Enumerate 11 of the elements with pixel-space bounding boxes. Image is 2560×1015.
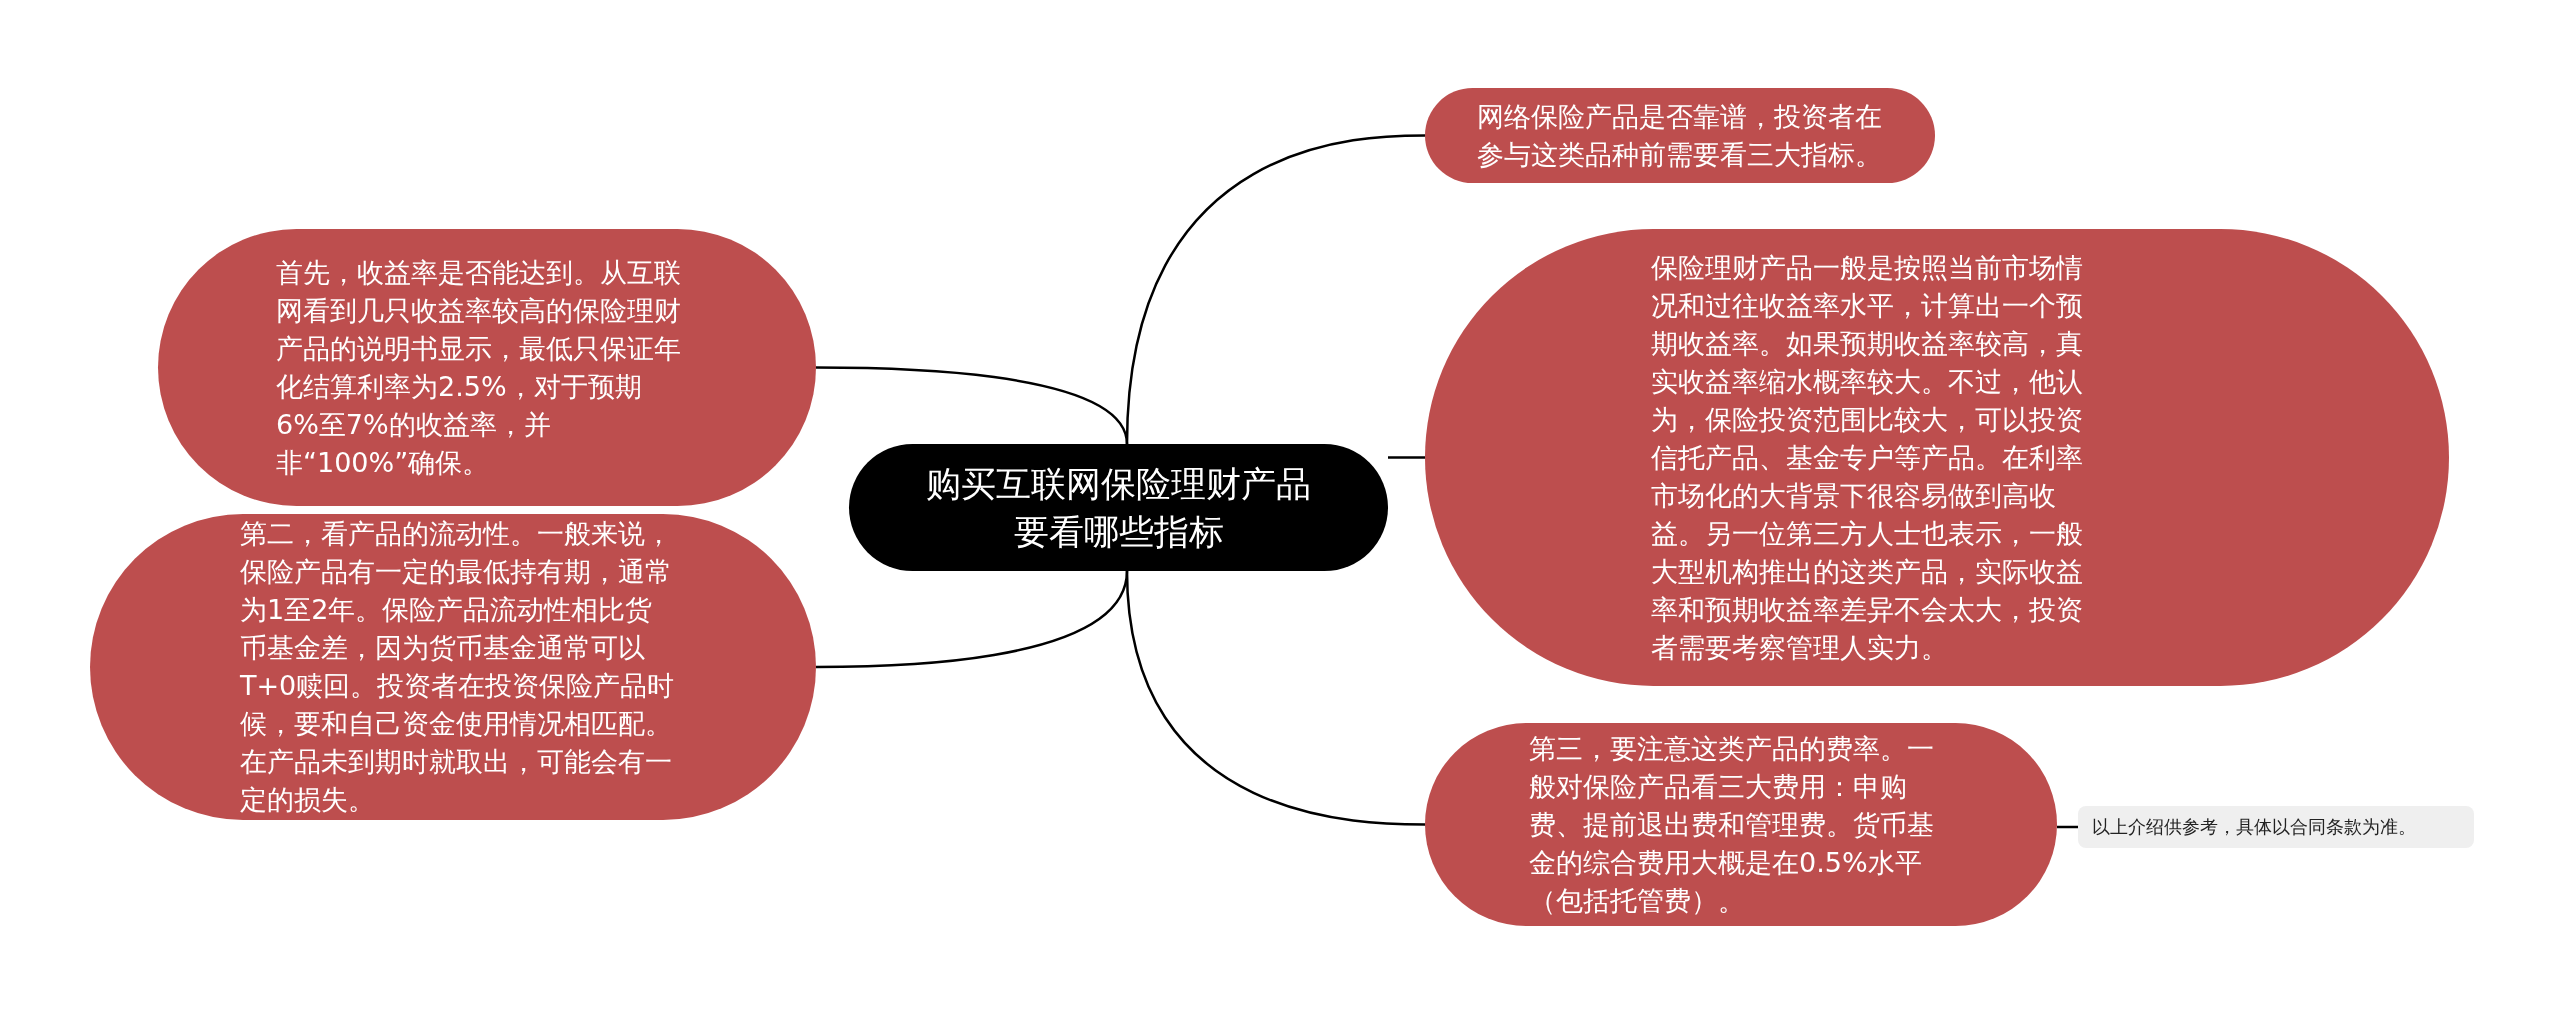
central-topic: 购买互联网保险理财产品要看哪些指标 <box>849 444 1388 571</box>
topic-bubble: 第二，看产品的流动性。一般来说，保险产品有一定的最低持有期，通常为1至2年。保险产品流动性相比货币基金差，因为货币基金通常可以T+0赎回。投资者在投资保险产品时候，要和自己资金使用情况相匹配。在产品未到期时就取出，可能会有一定的损失。 <box>90 514 816 820</box>
connector-line <box>1388 456 1425 459</box>
topic-bubble: 第三，要注意这类产品的费率。一般对保险产品看三大费用：申购费、提前退出费和管理费。货币基金的综合费用大概是在0.5%水平（包括托管费）。 <box>1425 723 2057 926</box>
topic-bubble: 保险理财产品一般是按照当前市场情况和过往收益率水平，计算出一个预期收益率。如果预期收益率较高，真实收益率缩水概率较大。不过，他认为，保险投资范围比较大，可以投资信托产品、基金专户等产品。在利率市场化的大背景下很容易做到高收益。另一位第三方人士也表示，一般大型机构推出的这类产品，实际收益率和预期收益率差异不会太大，投资者需要考察管理人实力。 <box>1425 229 2449 686</box>
connector-line <box>1125 134 1425 445</box>
connector-line <box>2057 825 2078 829</box>
note-box: 以上介绍供参考，具体以合同条款为准。 <box>2078 806 2474 848</box>
topic-bubble: 首先，收益率是否能达到。从互联网看到几只收益率较高的保险理财产品的说明书显示，最低只保证年化结算利率为2.5%，对于预期6%至7%的收益率，并非“100%”确保。 <box>158 229 816 506</box>
topic-bubble: 网络保险产品是否靠谱，投资者在参与这类品种前需要看三大指标。 <box>1425 88 1935 183</box>
connector-line <box>1125 570 1425 826</box>
